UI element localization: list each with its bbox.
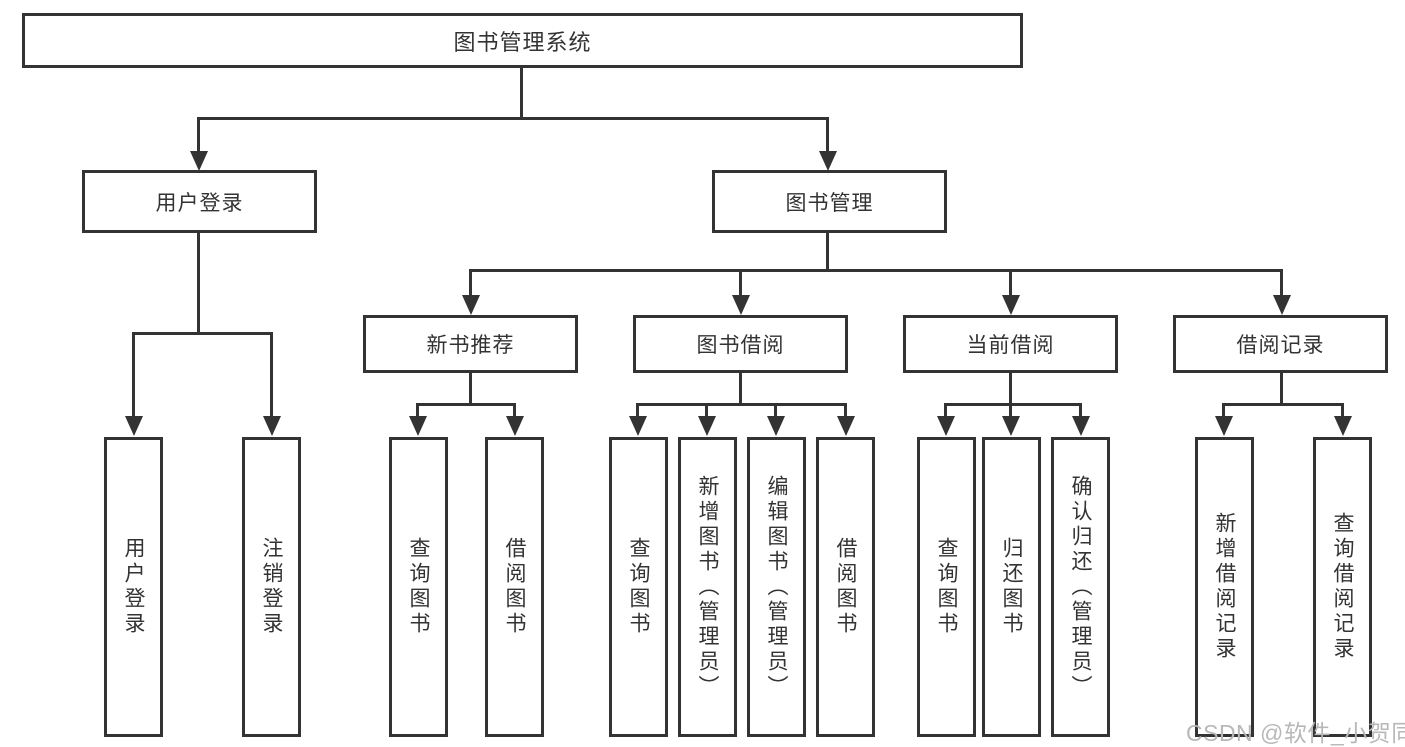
arrow-down-icon [263, 416, 281, 436]
connector-mgmt-split [469, 269, 1283, 272]
connector-recommend-split [416, 403, 516, 406]
connector-mgmt-stem [826, 233, 829, 272]
connector-borrow-split [636, 403, 847, 406]
connector-root-right-drop [826, 117, 829, 154]
node-current-borrowing: 当前借阅 [903, 315, 1118, 373]
node-recommend-query-book: 查询图书 [389, 437, 448, 737]
arrow-down-icon [506, 416, 524, 436]
node-edit-book-admin: 编辑图书（管理员） [747, 437, 806, 737]
connector-borrow-drop-3 [774, 403, 777, 419]
connector-login-left-drop [132, 332, 135, 418]
arrow-down-icon [1334, 416, 1352, 436]
connector-login-stem [197, 233, 200, 335]
arrow-down-icon [819, 151, 837, 171]
node-logout: 注销登录 [242, 437, 301, 737]
arrow-down-icon [937, 416, 955, 436]
arrow-down-icon [767, 416, 785, 436]
arrow-down-icon [462, 295, 480, 315]
node-return-book: 归还图书 [982, 437, 1041, 737]
arrow-down-icon [698, 416, 716, 436]
node-book-management: 图书管理 [712, 170, 947, 233]
arrow-down-icon [125, 416, 143, 436]
node-library-management-system: 图书管理系统 [22, 13, 1023, 68]
connector-root-split [197, 117, 829, 120]
node-borrowing-records: 借阅记录 [1173, 315, 1388, 373]
connector-root-stem [520, 68, 523, 118]
connector-current-stem [1009, 373, 1012, 406]
arrow-down-icon [732, 295, 750, 315]
connector-mgmt-drop-4 [1280, 269, 1283, 297]
node-query-borrow-record: 查询借阅记录 [1313, 437, 1372, 737]
connector-current-drop-1 [944, 403, 947, 419]
connector-recommend-drop-1 [416, 403, 419, 419]
node-borrow-query-book: 查询图书 [609, 437, 668, 737]
connector-recommend-stem [469, 373, 472, 406]
connector-borrow-drop-4 [844, 403, 847, 419]
connector-current-drop-3 [1079, 403, 1082, 419]
arrow-down-icon [190, 151, 208, 171]
node-borrow-book: 借阅图书 [816, 437, 875, 737]
arrow-down-icon [629, 416, 647, 436]
node-confirm-return-admin: 确认归还（管理员） [1051, 437, 1110, 737]
connector-borrow-drop-2 [705, 403, 708, 419]
arrow-down-icon [837, 416, 855, 436]
arrow-down-icon [1215, 416, 1233, 436]
node-add-borrow-record: 新增借阅记录 [1195, 437, 1254, 737]
arrow-down-icon [1002, 416, 1020, 436]
connector-mgmt-drop-2 [739, 269, 742, 297]
connector-recommend-drop-2 [513, 403, 516, 419]
node-new-book-recommend: 新书推荐 [363, 315, 578, 373]
connector-borrow-stem [739, 373, 742, 406]
connector-root-left-drop [197, 117, 200, 154]
node-book-borrowing: 图书借阅 [633, 315, 848, 373]
arrow-down-icon [1273, 295, 1291, 315]
watermark: CSDN @软件_小贺同学 [1186, 720, 1405, 746]
connector-records-split [1222, 403, 1344, 406]
node-user-login: 用户登录 [82, 170, 317, 233]
node-recommend-borrow-book: 借阅图书 [485, 437, 544, 737]
connector-login-right-drop [270, 332, 273, 418]
connector-current-drop-2 [1009, 403, 1012, 419]
connector-records-drop-2 [1341, 403, 1344, 419]
node-current-query-book: 查询图书 [917, 437, 976, 737]
arrow-down-icon [1002, 295, 1020, 315]
connector-current-split [944, 403, 1082, 406]
connector-mgmt-drop-1 [469, 269, 472, 297]
connector-borrow-drop-1 [636, 403, 639, 419]
arrow-down-icon [409, 416, 427, 436]
connector-login-split [132, 332, 273, 335]
node-user-login-leaf: 用户登录 [104, 437, 163, 737]
connector-records-stem [1280, 373, 1283, 406]
node-add-book-admin: 新增图书（管理员） [678, 437, 737, 737]
connector-mgmt-drop-3 [1009, 269, 1012, 297]
arrow-down-icon [1072, 416, 1090, 436]
connector-records-drop-1 [1222, 403, 1225, 419]
